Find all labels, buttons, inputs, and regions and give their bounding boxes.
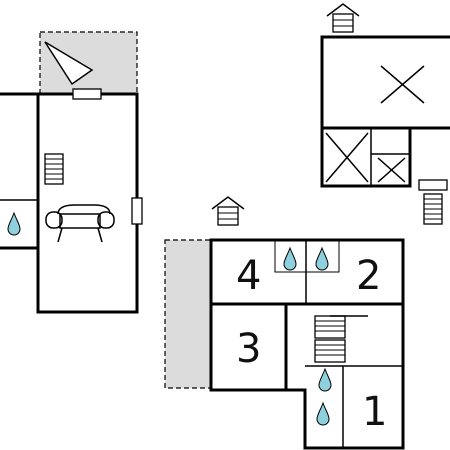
right-bottom-building: 4 2 3 1 <box>164 196 405 450</box>
right-top-walls <box>320 35 450 188</box>
stairs-icon <box>314 315 368 363</box>
bathroom-drop-icon <box>318 367 332 392</box>
stairs-icon <box>423 193 443 225</box>
bathroom-drop-icon <box>315 246 329 271</box>
room-number-3: 3 <box>236 326 261 372</box>
terrace-left <box>164 239 212 389</box>
triangle-icon <box>44 41 94 86</box>
bathroom-drop-icon <box>7 211 21 236</box>
room-number-1: 1 <box>362 389 387 435</box>
left-building-walls <box>0 92 139 314</box>
right-top-building <box>320 3 450 225</box>
room-number-4: 4 <box>236 253 261 299</box>
closet-icon <box>377 157 406 183</box>
window-icon <box>131 197 143 225</box>
closet-icon <box>325 132 369 183</box>
entrance-icon <box>211 196 245 226</box>
window-icon <box>418 179 448 191</box>
terrace-top-left <box>39 31 138 95</box>
bathroom-drop-icon <box>283 246 297 271</box>
right-bottom-walls <box>209 238 405 450</box>
left-building <box>0 31 143 314</box>
bathroom <box>305 239 340 273</box>
bathroom-drop-icon <box>316 401 330 426</box>
sofa-icon <box>45 204 115 243</box>
window-icon <box>72 88 102 100</box>
fireplace-icon <box>380 65 425 104</box>
room-number-2: 2 <box>356 253 381 299</box>
entrance-icon <box>326 3 360 33</box>
stairs-icon <box>44 153 64 185</box>
